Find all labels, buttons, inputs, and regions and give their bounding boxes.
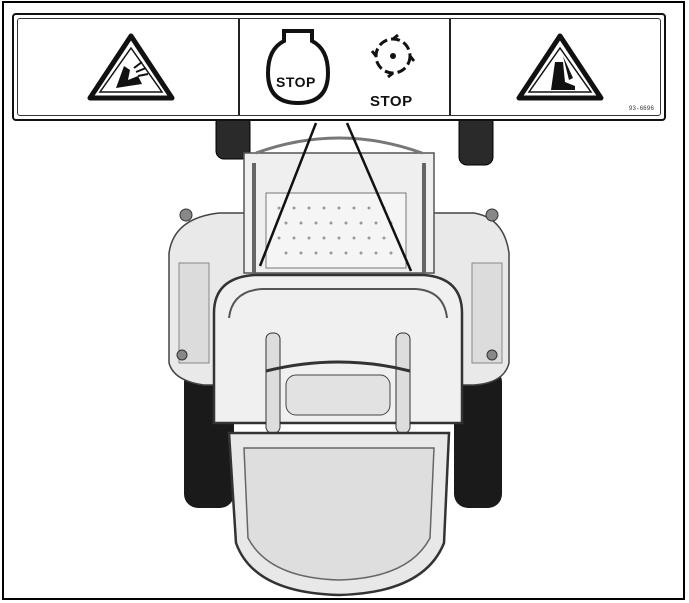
safety-decal: STOP STOP 93-6696	[12, 13, 666, 121]
blade-stop-icon	[370, 33, 416, 79]
decal-panel-left	[18, 19, 240, 115]
decal-panel-center: STOP STOP	[240, 19, 451, 115]
mower-illustration	[168, 114, 510, 597]
engine-stop-icon	[266, 29, 330, 106]
rear-wheels	[215, 114, 494, 166]
leader-line-left	[258, 122, 318, 267]
hand-entanglement-warning-icon	[87, 33, 175, 101]
leader-line-right	[345, 122, 413, 272]
control-levers	[265, 332, 411, 434]
grille-pattern	[277, 206, 393, 255]
part-code: 93-6696	[628, 105, 654, 112]
decal-panel-right: 93-6696	[451, 19, 660, 115]
engine-stop-label: STOP	[276, 74, 316, 90]
blade-stop-label: STOP	[370, 93, 413, 110]
foot-crush-warning-icon	[516, 33, 604, 101]
